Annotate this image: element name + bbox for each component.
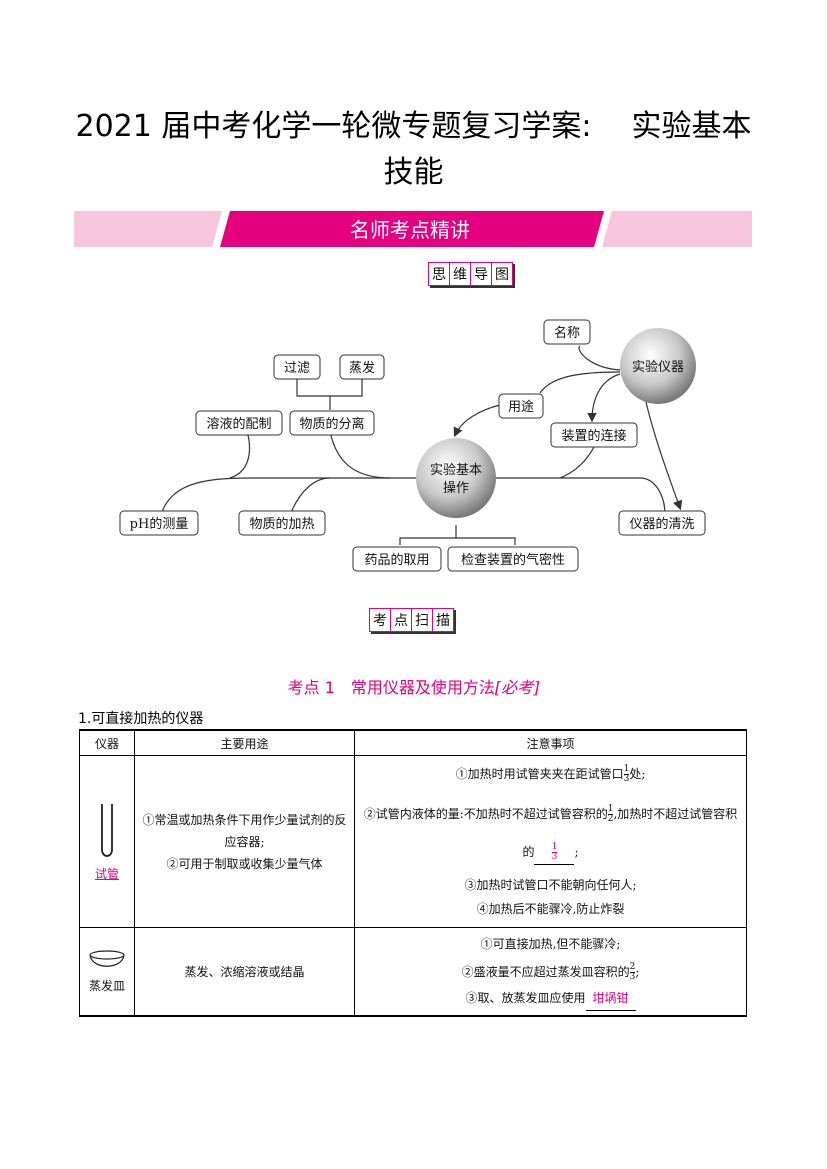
note-text: ②盛液量不应超过蒸发皿容积的 [461,964,630,979]
banner-bar [74,211,752,247]
instrument-name: 蒸发皿 [88,979,125,994]
note-text: ②试管内液体的量:不加热时不超过试管容积的 [363,807,608,821]
banner-title: 名师考点精讲 [350,218,470,242]
tag-char: 点 [390,608,412,632]
node-use: 用途 [508,399,534,415]
instrument-cell: 蒸发皿 [79,927,135,1016]
answer-blank: 坩埚钳 [585,986,636,1011]
header-use: 主要用途 [134,729,355,756]
fraction-denominator: 2 [607,814,614,824]
note-text: ③取、放蒸发皿应使用 [465,990,586,1005]
title-line2: 技能 [383,155,444,190]
fraction-numerator: 1 [623,764,630,775]
title-line1-part2: 实验基本 [631,109,752,144]
header-notes: 注意事项 [354,729,747,756]
note-text: ; [574,845,579,859]
fraction-numerator: 1 [607,804,614,815]
node-heat: 物质的加热 [249,516,314,532]
node-instruments: 实验仪器 [632,359,684,375]
instrument-cell: 试管 [79,755,135,928]
fraction-denominator: 3 [551,852,558,862]
note-text: ①加热时用试管夹夹在距试管口 [455,767,624,781]
evaporating-dish-icon [89,950,125,968]
note-text: ①可直接加热,但不能骤冷; [480,936,621,951]
section-title: 考点 1 常用仪器及使用方法[必考] [0,674,827,698]
section-mark: [必考] [494,678,540,697]
fraction-numerator: 1 [551,842,558,853]
test-tube-icon [101,803,113,857]
note-text: 处; [629,767,646,781]
tag-char: 图 [491,262,513,286]
use-line: ②可用于制取或收集少量气体 [166,856,323,871]
use-line: ①常温或加热条件下用作少量试剂的反应容器; [142,812,347,849]
node-filter: 过滤 [284,361,310,376]
node-separate: 物质的分离 [299,416,364,432]
node-clean: 仪器的清洗 [629,516,694,532]
document-title: 2021 届中考化学一轮微专题复习学案: 实验基本 技能 [60,104,767,196]
section-label: 考点 1 常用仪器及使用方法 [287,678,495,697]
node-solution: 溶液的配制 [206,416,271,432]
node-ph: pH的测量 [130,516,189,532]
fraction-numerator: 2 [629,961,636,973]
note-text: 的 [522,845,535,859]
node-connect: 装置的连接 [561,428,626,444]
tag-char: 导 [470,262,492,286]
tag-char: 扫 [411,608,433,632]
node-basic-ops-line1: 实验基本 [430,462,482,478]
node-name: 名称 [554,325,580,341]
instrument-table: 仪器 主要用途 注意事项 试管 ①常温或加热条件下用作少量试剂的反应容器; ②可… [79,729,747,1017]
title-line1-part1: 2021 届中考化学一轮微专题复习学案: [75,109,592,144]
mind-map: 实验仪器 实验基本 操作 名称 用途 装置的连接 过滤 蒸发 溶液的配制 物质的… [119,319,706,572]
tag-char: 维 [449,262,471,286]
header-instrument: 仪器 [79,729,135,756]
scan-tag: 考 点 扫 描 [369,608,454,632]
table-row: 蒸发皿 蒸发、浓缩溶液或结晶 ①可直接加热,但不能骤冷; ②盛液量不应超过蒸发皿… [79,927,747,1016]
note-text: ③加热时试管口不能朝向任何人; [464,878,637,892]
node-evaporate: 蒸发 [349,360,375,376]
table-row: 试管 ①常温或加热条件下用作少量试剂的反应容器; ②可用于制取或收集少量气体 ①… [79,755,747,928]
use-cell: 蒸发、浓缩溶液或结晶 [134,927,355,1016]
use-cell: ①常温或加热条件下用作少量试剂的反应容器; ②可用于制取或收集少量气体 [134,755,355,928]
tag-char: 描 [432,608,454,632]
fraction-denominator: 3 [629,971,636,982]
tag-char: 思 [428,262,450,286]
note-text: ,加热时不超过试管容积 [613,807,738,821]
mindmap-tag: 思 维 导 图 [428,262,513,286]
tag-char: 考 [369,608,391,632]
node-basic-ops-line2: 操作 [443,480,469,496]
table-header-row: 仪器 主要用途 注意事项 [79,729,747,756]
node-airtight: 检查装置的气密性 [461,552,565,568]
note-text: ④加热后不能骤冷,防止炸裂 [476,902,625,916]
instrument-name: 试管 [94,866,119,881]
note-text: ; [635,964,640,979]
fraction-denominator: 3 [623,774,630,784]
node-take: 药品的取用 [364,552,429,568]
subsection-title: 1.可直接加热的仪器 [78,711,204,727]
